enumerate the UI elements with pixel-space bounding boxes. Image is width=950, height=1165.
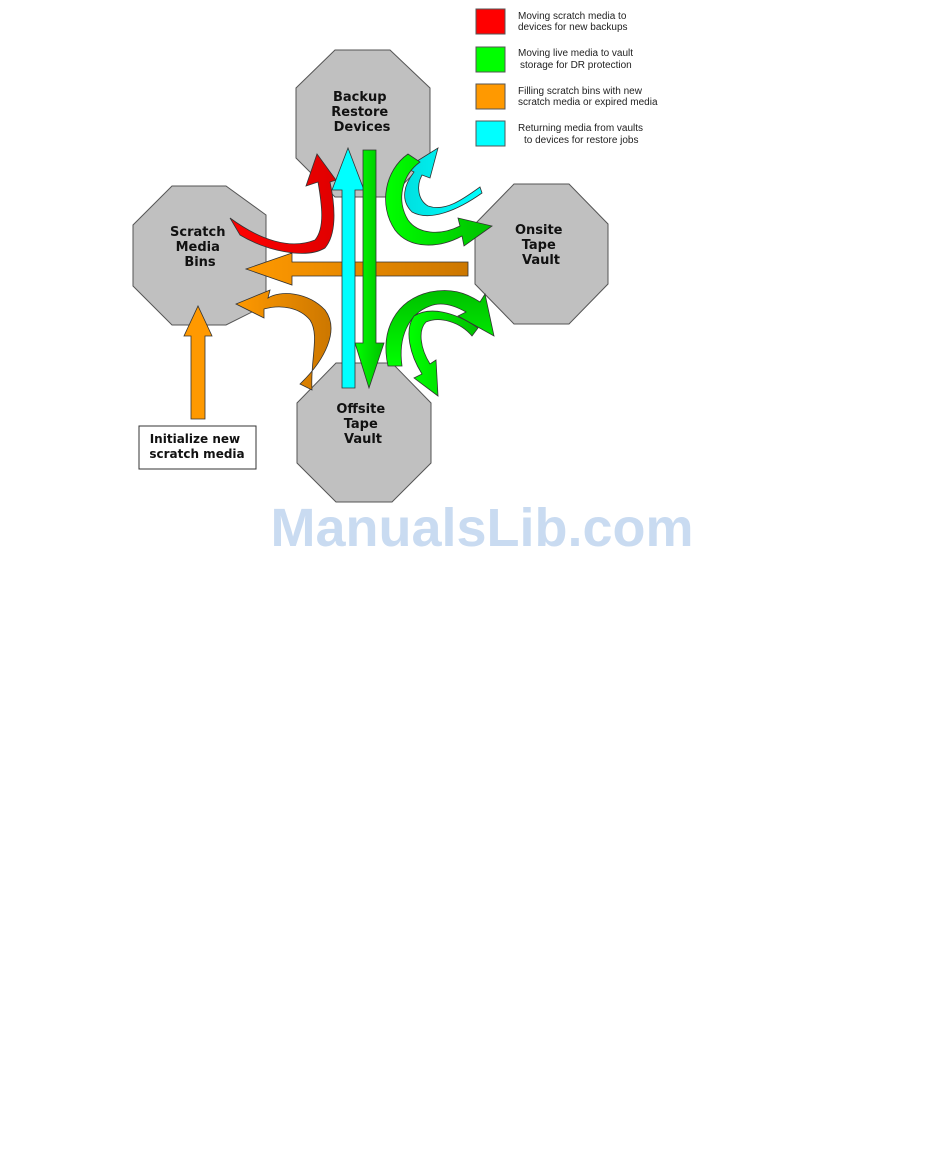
legend-text-red: Moving scratch media to devices for new … (518, 11, 629, 33)
arrow-onsite-to-devices (404, 147, 483, 216)
node-onsite-tape-vault: Onsite Tape Vault (474, 183, 609, 325)
legend-swatch-red (475, 8, 506, 35)
legend-item-cyan: Returning media from vaults to devices f… (475, 120, 646, 147)
legend-swatch-cyan (475, 120, 506, 147)
legend-swatch-orange (475, 83, 506, 110)
node-onsite-label: Onsite Tape Vault (515, 223, 567, 268)
legend-text-cyan: Returning media from vaults to devices f… (518, 123, 646, 146)
legend-swatch-green (475, 46, 506, 73)
legend-item-orange: Filling scratch bins with new scratch me… (475, 83, 658, 110)
initialize-box-label: Initialize new scratch media (149, 432, 244, 461)
node-offsite-label: Offsite Tape Vault (336, 402, 389, 447)
initialize-box: Initialize new scratch media (138, 425, 257, 470)
node-onsite-shape (474, 183, 609, 325)
node-scratch-label: Scratch Media Bins (170, 225, 230, 270)
node-backup-restore-devices: Backup Restore Devices (295, 49, 431, 198)
node-offsite-shape (296, 362, 432, 503)
arrow-init-to-scratch (183, 305, 213, 420)
legend-item-green: Moving live media to vault storage for D… (475, 46, 636, 73)
arrow-onsite-to-offsite (408, 310, 479, 397)
arrow-offsite-to-scratch (235, 289, 332, 391)
legend: Moving scratch media to devices for new … (475, 8, 658, 147)
legend-text-orange: Filling scratch bins with new scratch me… (518, 86, 658, 108)
legend-text-green: Moving live media to vault storage for D… (518, 48, 636, 71)
watermark: ManualsLib.com (270, 498, 693, 558)
initialize-box-frame (138, 425, 257, 470)
node-offsite-tape-vault: Offsite Tape Vault (296, 362, 432, 503)
arrow-offsite-to-devices (331, 146, 365, 389)
arrow-devices-to-onsite (385, 153, 493, 247)
node-backup-label: Backup Restore Devices (331, 90, 392, 135)
arrow-onsite-to-scratch (244, 252, 469, 286)
arrow-devices-to-offsite (354, 149, 385, 390)
legend-item-red: Moving scratch media to devices for new … (475, 8, 629, 35)
